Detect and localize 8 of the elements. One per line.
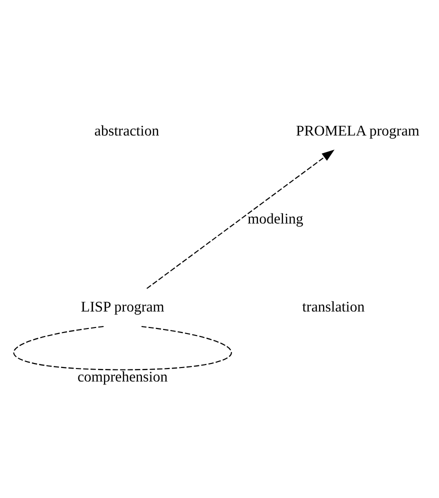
edge-label: modeling: [247, 211, 303, 228]
node-text: LISP program: [80, 299, 164, 316]
label: translation: [302, 299, 364, 316]
node-text: PROMELA program: [296, 123, 419, 140]
connector: [12, 326, 232, 370]
edge-label: comprehension: [76, 370, 168, 386]
arrow: [146, 150, 334, 289]
label: abstraction: [94, 123, 159, 140]
